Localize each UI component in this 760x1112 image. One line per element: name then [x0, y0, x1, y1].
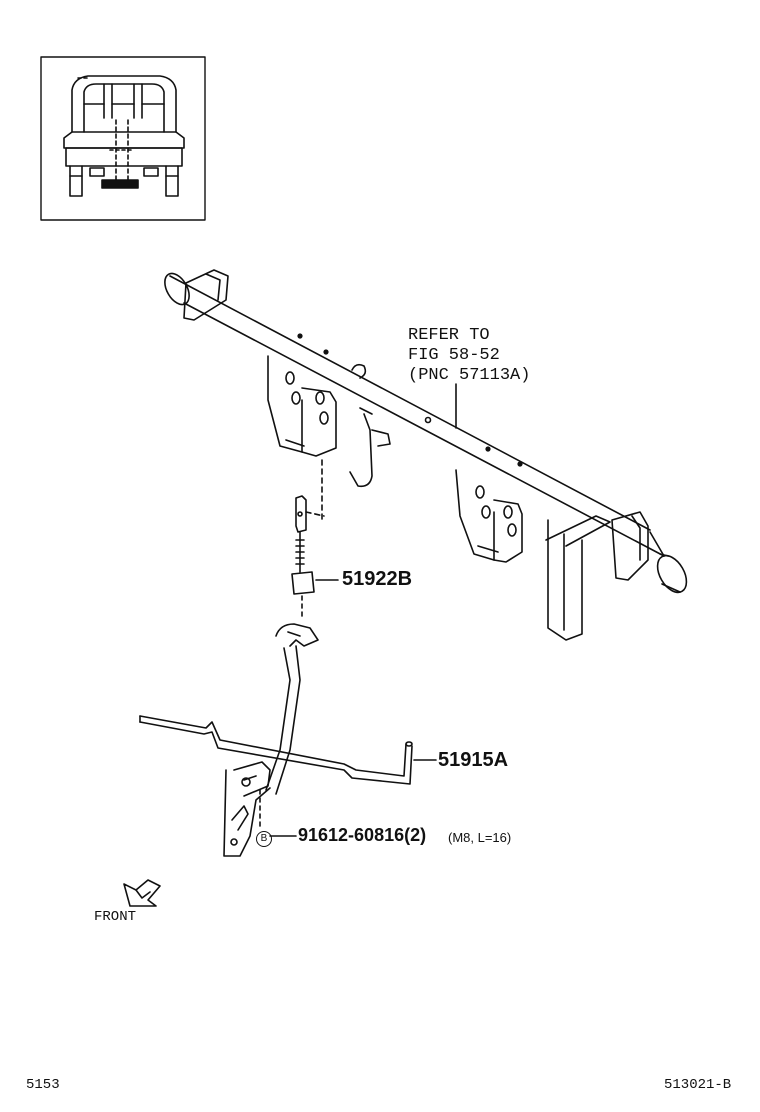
vehicle-thumbnail — [40, 56, 206, 221]
left-hanger-bracket — [267, 355, 337, 457]
front-label: FRONT — [94, 909, 137, 925]
page-number: 5153 — [26, 1077, 60, 1093]
wire-hook — [349, 407, 391, 488]
right-hanger-bracket — [455, 469, 523, 563]
carrier-arm — [545, 515, 611, 641]
figure-code: 513021-B — [664, 1077, 732, 1093]
threaded-rod-51922b — [291, 495, 339, 619]
bent-rod-51915a — [139, 715, 437, 785]
bolt-quantity: (2) — [404, 825, 427, 845]
refer-note-line-1: REFER TO — [408, 326, 490, 345]
bolt-spec: (M8, L=16) — [448, 830, 512, 845]
bolt-marker-circle: B — [256, 831, 272, 847]
part-label-51922b: 51922B — [342, 568, 413, 590]
bolt-marker: B — [256, 828, 272, 847]
lower-lever — [265, 623, 319, 795]
bolt-part-number: 91612-60816 — [298, 825, 405, 845]
refer-note-line-3: (PNC 57113A) — [408, 366, 531, 385]
refer-note-line-2: FIG 58-52 — [408, 346, 500, 365]
leader-dash-2 — [305, 511, 325, 517]
part-label-bolt: 91612-60816(2) — [298, 826, 426, 844]
front-arrow-icon — [123, 879, 161, 907]
part-label-51915a: 51915A — [438, 749, 509, 771]
mounting-plate — [223, 761, 271, 857]
cross-member-tube — [164, 269, 688, 594]
